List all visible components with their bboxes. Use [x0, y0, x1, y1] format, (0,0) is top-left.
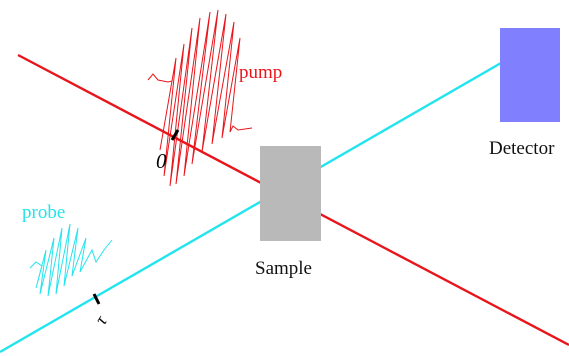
probe-pulse-waveform	[29, 223, 113, 297]
pump-label: pump	[239, 62, 282, 83]
probe-label: probe	[22, 202, 65, 223]
pump-delay-label: 0	[156, 149, 167, 173]
probe-delay-label: τ	[90, 312, 111, 329]
sample-label: Sample	[255, 258, 312, 279]
detector-label: Detector	[489, 138, 555, 159]
sample-block	[260, 146, 321, 241]
pump-pulse-waveform	[147, 9, 253, 187]
detector-block	[500, 28, 560, 122]
pump-delay-marker	[170, 129, 180, 141]
probe-delay-marker	[92, 293, 101, 305]
